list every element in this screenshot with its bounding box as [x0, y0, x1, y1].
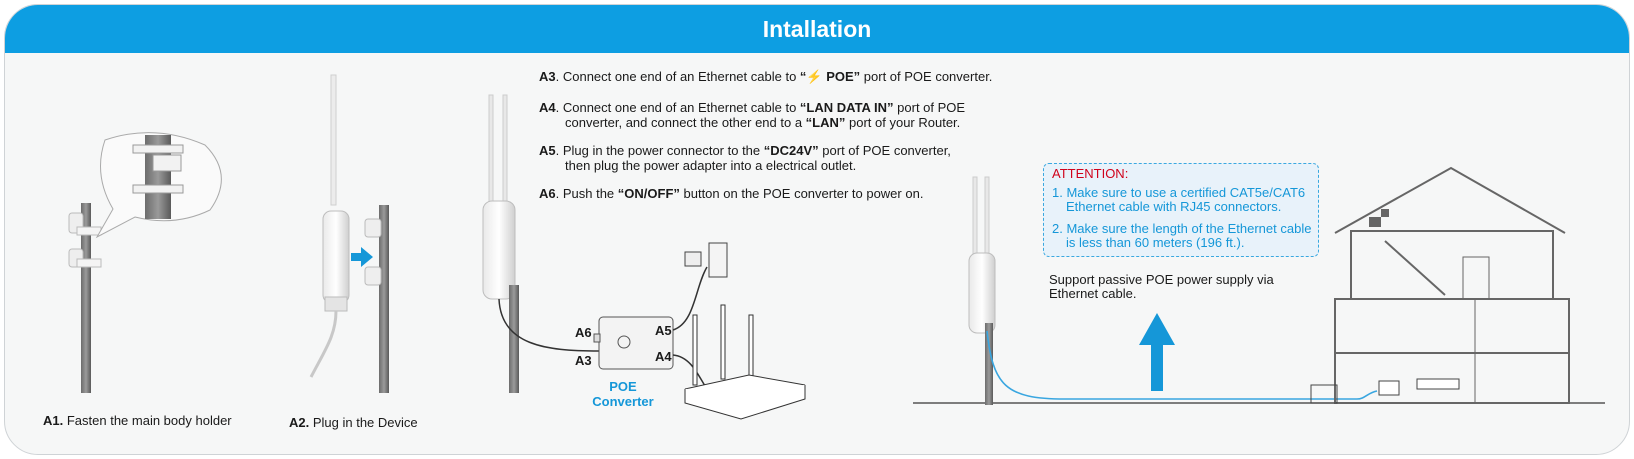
installation-illustration [68, 74, 1605, 420]
poe-label-line1: POE [609, 379, 637, 394]
support-note-line1: Support passive POE power supply via [1049, 272, 1274, 287]
step-a6-text: . Push the [555, 186, 618, 201]
port-label-a4: A4 [655, 349, 672, 364]
a1-pole-illustration [68, 132, 222, 393]
port-label-a6: A6 [575, 325, 592, 340]
step-a4-code: A4 [539, 100, 556, 115]
installation-panel: Intallation [4, 4, 1630, 455]
caption-a2: A2. Plug in the Device [289, 415, 418, 430]
caption-a1-text: Fasten the main body holder [66, 413, 232, 428]
header-bar: Intallation [5, 5, 1629, 53]
step-a5-line2: then plug the power adapter into a elect… [565, 158, 857, 173]
attention-item-1-line2: Ethernet cable with RJ45 connectors. [1066, 199, 1282, 214]
step-a6-emphasis: “ON/OFF” [617, 186, 680, 201]
caption-a1-code: A1. [43, 413, 64, 428]
poe-wiring-illustration [482, 94, 806, 420]
attention-item-1: 1. Make sure to use a certified CAT5e/CA… [1052, 186, 1314, 214]
caption-a2-text: Plug in the Device [312, 415, 418, 430]
step-a3-emphasis: “⚡ POE” [799, 69, 861, 84]
step-a3-text: . Connect one end of an Ethernet cable t… [555, 69, 800, 84]
step-a4-emphasis: “LAN DATA IN” [799, 100, 894, 115]
caption-a2-code: A2. [289, 415, 310, 430]
step-a4: A4. Connect one end of an Ethernet cable… [539, 100, 965, 130]
step-a5-text-end: port of POE converter, [818, 143, 951, 158]
step-a6-text-end: button on the POE converter to power on. [679, 186, 924, 201]
step-a6-code: A6 [539, 186, 556, 201]
port-label-a3: A3 [575, 353, 592, 368]
step-a5: A5. Plug in the power connector to the “… [539, 143, 951, 173]
step-a3-text-end: port of POE converter. [860, 69, 993, 84]
poe-label-line2: Converter [592, 394, 654, 409]
attention-item-2: 2. Make sure the length of the Ethernet … [1052, 222, 1314, 250]
attention-title: ATTENTION: [1052, 166, 1129, 181]
poe-converter-label: POE Converter [583, 379, 663, 409]
attention-box: ATTENTION: 1. Make sure to use a certifi… [1043, 163, 1319, 257]
step-a3: A3. Connect one end of an Ethernet cable… [539, 69, 992, 84]
step-a6: A6. Push the “ON/OFF” button on the POE … [539, 186, 923, 201]
attention-item-2-line1: 2. Make sure the length of the Ethernet … [1052, 221, 1312, 236]
house-scene-illustration [913, 166, 1605, 405]
support-note-line2: Ethernet cable. [1049, 286, 1137, 301]
support-note: Support passive POE power supply via Eth… [1049, 273, 1309, 301]
step-a4-line2-emphasis: “LAN” [805, 115, 846, 130]
port-label-a5: A5 [655, 323, 672, 338]
step-a4-line2: converter, and connect the other end to … [565, 115, 806, 130]
step-a5-code: A5 [539, 143, 556, 158]
attention-item-1-line1: 1. Make sure to use a certified CAT5e/CA… [1052, 185, 1306, 200]
caption-a1: A1. Fasten the main body holder [43, 413, 232, 428]
page-title: Intallation [762, 16, 872, 42]
a2-device-illustration [309, 74, 389, 393]
step-a5-emphasis: “DC24V” [763, 143, 819, 158]
step-a5-text: . Plug in the power connector to the [555, 143, 764, 158]
attention-item-2-line2: is less than 60 meters (196 ft.). [1066, 235, 1245, 250]
step-a3-code: A3 [539, 69, 556, 84]
step-a4-text: . Connect one end of an Ethernet cable t… [555, 100, 800, 115]
step-a4-line2-end: port of your Router. [845, 115, 961, 130]
step-a4-text-end: port of POE [893, 100, 966, 115]
